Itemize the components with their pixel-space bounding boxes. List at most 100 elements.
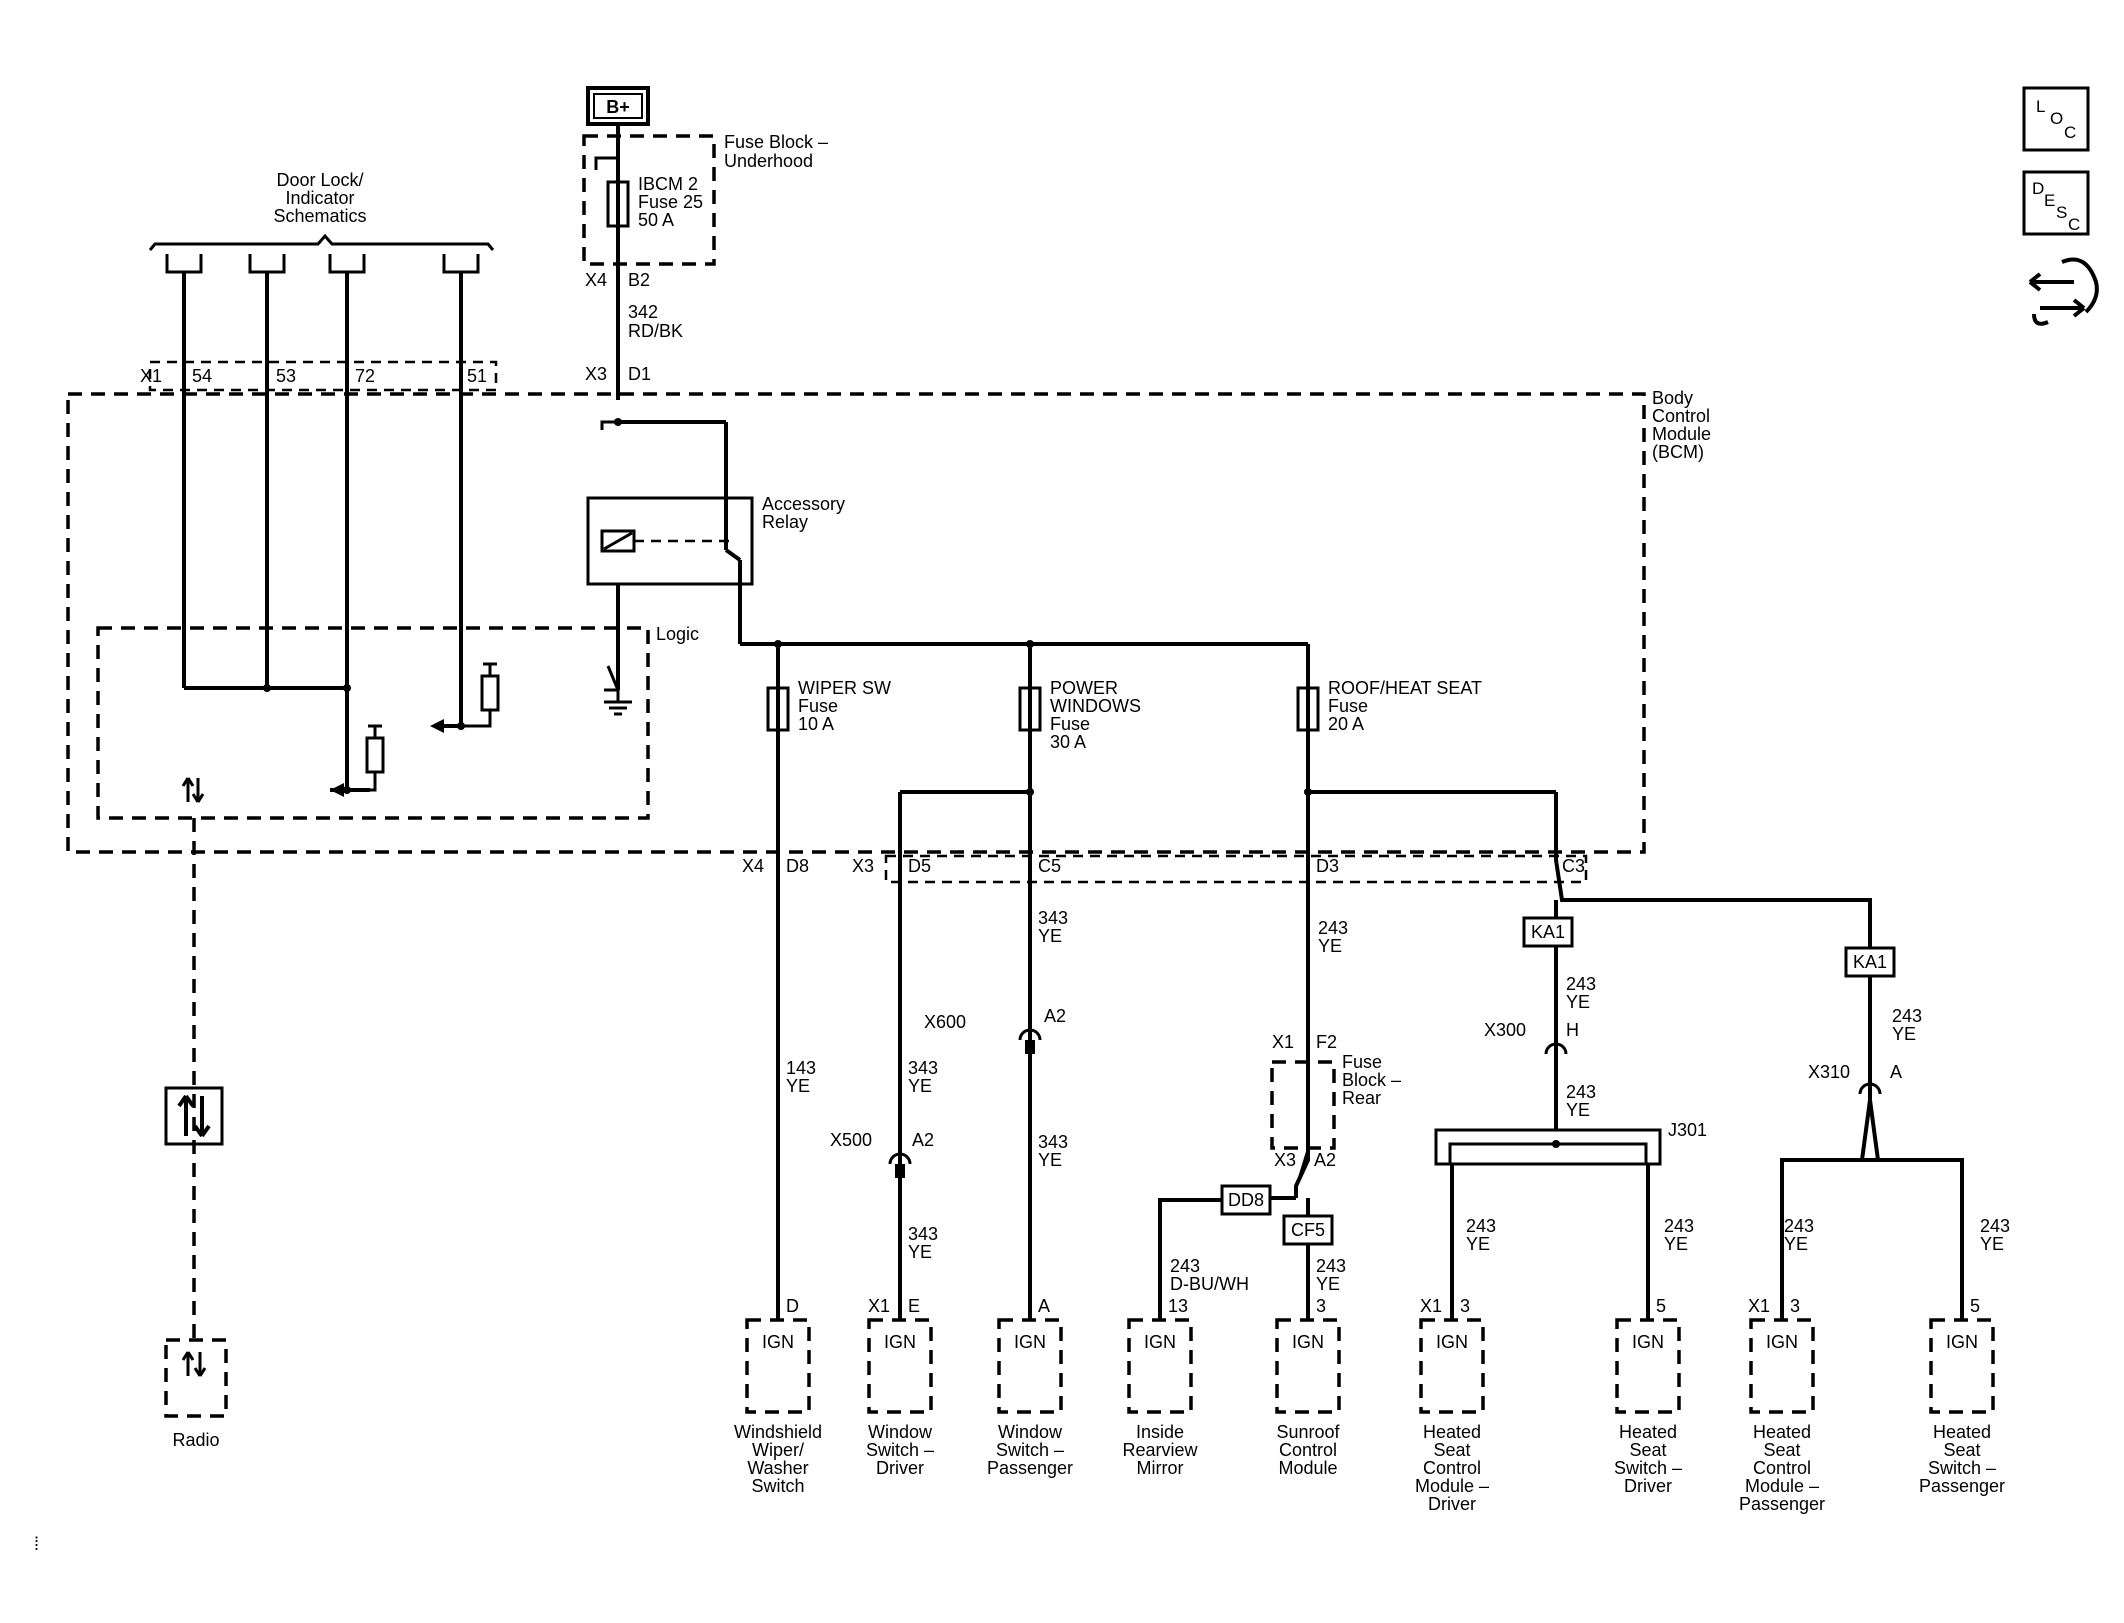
fuse-block-underhood: Fuse Block – Underhood IBCM 2 Fuse 25 50… — [582, 132, 828, 266]
wire-color: YE — [1664, 1234, 1688, 1254]
pin-label: C3 — [1562, 856, 1585, 876]
component-label: Control — [1753, 1458, 1811, 1478]
circuit-number: 243 — [1566, 974, 1596, 994]
door-lock-title: Schematics — [273, 206, 366, 226]
connector-label: X1 — [868, 1296, 890, 1316]
bcm-label: (BCM) — [1652, 442, 1704, 462]
pin-label: F2 — [1316, 1032, 1337, 1052]
wire-color: YE — [1566, 1100, 1590, 1120]
splice-label: CF5 — [1291, 1220, 1325, 1240]
ign-label: IGN — [1014, 1332, 1046, 1352]
circuit-number: 343 — [1038, 1132, 1068, 1152]
component-outline — [1749, 1318, 1815, 1414]
ground-icon — [604, 690, 632, 716]
corner-mark: ⁞ — [34, 1534, 39, 1554]
component-label: Washer — [747, 1458, 808, 1478]
fuse-label: Fuse 25 — [638, 192, 703, 212]
ign-label: IGN — [1292, 1332, 1324, 1352]
desc-letter: E — [2044, 191, 2055, 210]
bidirectional-arrows-icon — [181, 777, 205, 803]
loc-icon[interactable]: L O C — [2022, 86, 2090, 152]
inline-connector-x300 — [1544, 1042, 1568, 1055]
roof-heat-seat-fuse — [1296, 686, 1320, 732]
connector-label: X3 — [1274, 1150, 1296, 1170]
component-label: Mirror — [1137, 1458, 1184, 1478]
pin-label: D3 — [1316, 856, 1339, 876]
connector-label: X3 — [852, 856, 874, 876]
pin-label: 13 — [1168, 1296, 1188, 1316]
desc-letter: C — [2068, 215, 2080, 234]
radio-label: Radio — [172, 1430, 219, 1450]
pin-label: 5 — [1656, 1296, 1666, 1316]
pin-label: 54 — [192, 366, 212, 386]
pin-label: E — [908, 1296, 920, 1316]
circuit-number: 243 — [1318, 918, 1348, 938]
wire-color: YE — [1784, 1234, 1808, 1254]
pin-label: A2 — [1314, 1150, 1336, 1170]
component-label: Wiper/ — [752, 1440, 804, 1460]
loc-letter: C — [2064, 123, 2076, 142]
body-control-module — [66, 392, 1646, 854]
wiper-sw-fuse — [766, 686, 790, 732]
component-label: Passenger — [1739, 1494, 1825, 1514]
fuse-block-rear — [1270, 1060, 1336, 1150]
pin-label: 3 — [1790, 1296, 1800, 1316]
connector-label: X500 — [830, 1130, 872, 1150]
pin-label: A2 — [912, 1130, 934, 1150]
desc-letter: D — [2032, 179, 2044, 198]
bidirectional-arrows-icon — [181, 1351, 207, 1377]
door-lock-schematics-ref: Door Lock/ Indicator Schematics — [148, 170, 495, 274]
inline-connector-x500 — [888, 1152, 912, 1178]
fuse-label: 30 A — [1050, 732, 1086, 752]
navigation-icon[interactable] — [2028, 257, 2099, 326]
component-label: Switch – — [866, 1440, 934, 1460]
fuse-label: POWER — [1050, 678, 1118, 698]
pin-label: A2 — [1044, 1006, 1066, 1026]
component-label: Heated — [1423, 1422, 1481, 1442]
fuse-block-underhood-title: Fuse Block – — [724, 132, 828, 152]
pin-label: D — [786, 1296, 799, 1316]
pin-label: C5 — [1038, 856, 1061, 876]
connector-label: X1 — [1420, 1296, 1442, 1316]
pin-label: H — [1566, 1020, 1579, 1040]
component-label: Module — [1278, 1458, 1337, 1478]
fuse-label: IBCM 2 — [638, 174, 698, 194]
bcm-label: Control — [1652, 406, 1710, 426]
pin-label: 53 — [276, 366, 296, 386]
b-plus-label: B+ — [606, 97, 630, 117]
component-outline — [867, 1318, 933, 1414]
desc-icon[interactable]: D E S C — [2022, 170, 2090, 236]
splice-ka1-right — [1844, 946, 1896, 978]
splice-j301 — [1434, 1128, 1662, 1166]
inline-connector-x600 — [1018, 1028, 1042, 1054]
wire-color: YE — [908, 1076, 932, 1096]
fuse-block-rear-label: Block – — [1342, 1070, 1401, 1090]
connector-label: X1 — [1748, 1296, 1770, 1316]
circuit-number: 243 — [1664, 1216, 1694, 1236]
components-layer: IGNWindshieldWiper/WasherSwitchIGNWindow… — [734, 1318, 2005, 1514]
ign-label: IGN — [762, 1332, 794, 1352]
wire-color: RD/BK — [628, 321, 683, 341]
component-label: Passenger — [987, 1458, 1073, 1478]
component-outline — [1419, 1318, 1485, 1414]
component-outline — [1127, 1318, 1193, 1414]
component-label: Switch – — [996, 1440, 1064, 1460]
circuit-number: 243 — [1466, 1216, 1496, 1236]
connector-x3-outline — [884, 854, 1588, 884]
ign-label: IGN — [1436, 1332, 1468, 1352]
connector-label: X600 — [924, 1012, 966, 1032]
pin-label: D1 — [628, 364, 651, 384]
logic-block — [96, 626, 650, 820]
fuse-label: ROOF/HEAT SEAT — [1328, 678, 1482, 698]
wire-color: YE — [908, 1242, 932, 1262]
fuse-label: Fuse — [1050, 714, 1090, 734]
ign-label: IGN — [1632, 1332, 1664, 1352]
splice-label: J301 — [1668, 1120, 1707, 1140]
component-outline — [1929, 1318, 1995, 1414]
fuse-label: 10 A — [798, 714, 834, 734]
relay-label: Relay — [762, 512, 808, 532]
